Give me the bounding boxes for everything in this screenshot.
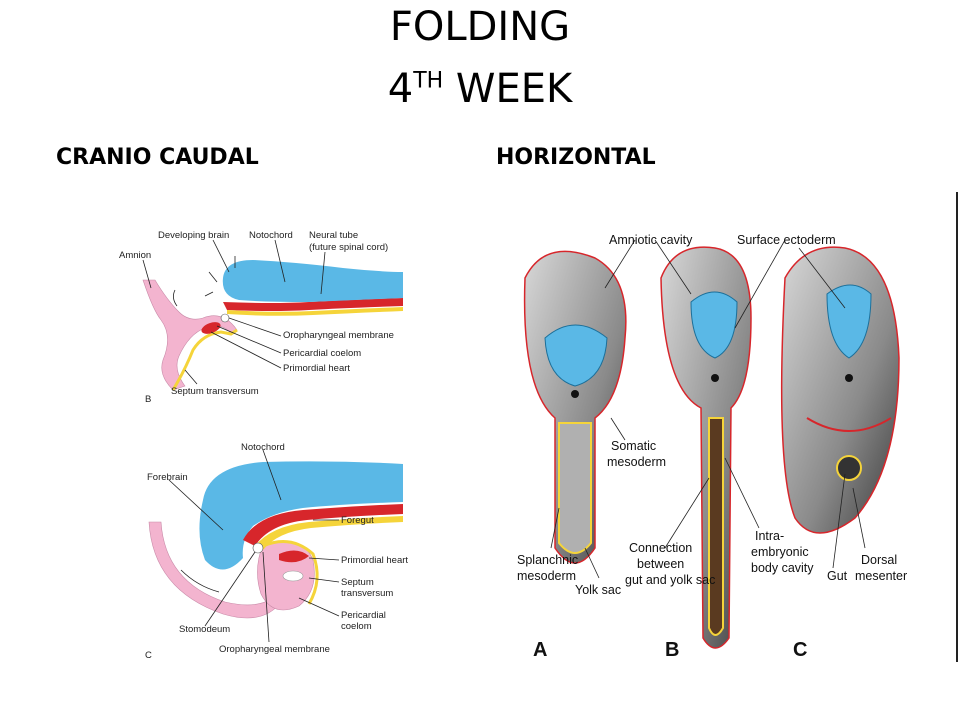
label-amnion: Amnion (119, 250, 151, 261)
label-gut: Gut (827, 569, 848, 583)
week-number: 4 (387, 66, 414, 112)
embryo-c (780, 246, 900, 534)
amnion-shape (142, 279, 238, 391)
notochord-strip (243, 504, 403, 546)
oropharyngeal-shape (252, 542, 264, 554)
label-splanchnic: Splanchnic (517, 553, 578, 567)
growth-arrow-diag (208, 271, 218, 283)
heading-horizontal: HORIZONTAL (496, 145, 656, 170)
label-future-spinal-cord: (future spinal cord) (309, 242, 388, 253)
label-embryonic: embryonic (751, 545, 809, 559)
panel-letter-c: C (145, 650, 152, 661)
label-primordial-heart: Primordial heart (341, 555, 408, 566)
fold-arrow-left (173, 289, 178, 307)
label-septum-transversum: Septum transversum (171, 386, 259, 397)
embryo-a (523, 250, 627, 564)
panel-letter-b: B (145, 394, 151, 405)
label-somatic: Somatic (611, 439, 656, 453)
slide-title: FOLDING (389, 4, 571, 50)
label-connection: Connection (629, 541, 692, 555)
label-neural-tube: Neural tube (309, 230, 358, 241)
label-pericardial: Pericardial (341, 610, 386, 621)
heading-cranio-caudal: CRANIO CAUDAL (56, 145, 259, 170)
primordial-heart-shape (279, 550, 309, 563)
endoderm-strip (227, 307, 403, 316)
fold-arrow-right (204, 291, 214, 297)
oropharyngeal-shape (220, 313, 230, 323)
label-yolk-sac: Yolk sac (575, 583, 621, 597)
label-developing-brain: Developing brain (158, 230, 229, 241)
label-notochord: Notochord (249, 230, 293, 241)
panel-letter-b: B (665, 639, 679, 661)
week-word: WEEK (443, 66, 573, 112)
diagram-horizontal-folding: Amniotic cavity Surface ectoderm Somatic… (515, 218, 914, 664)
slide-subtitle: 4TH WEEK (0, 66, 960, 112)
label-dorsal: Dorsal (861, 553, 897, 567)
label-between: between (637, 557, 684, 571)
label-transversum: transversum (341, 588, 393, 599)
neural-tube-shape (222, 260, 403, 302)
label-amniotic-cavity: Amniotic cavity (609, 233, 693, 247)
label-forebrain: Forebrain (147, 472, 188, 483)
pericardial-coelom-shape (282, 570, 304, 582)
label-oropharyngeal-membrane: Oropharyngeal membrane (219, 644, 330, 655)
label-surface-ectoderm: Surface ectoderm (737, 233, 836, 247)
label-notochord: Notochord (241, 442, 285, 453)
label-intra: Intra- (755, 529, 784, 543)
label-foregut: Foregut (341, 515, 374, 526)
fold-arrow (180, 569, 220, 593)
embryo-b (660, 246, 752, 649)
endoderm-lining (171, 328, 238, 391)
slide-edge-rule (956, 192, 958, 662)
panel-letter-c: C (793, 639, 807, 661)
diagram-craniocaudal-b: Amnion Developing brain Notochord Neural… (113, 210, 413, 410)
week-ordinal: TH (413, 68, 444, 94)
label-primordial-heart: Primordial heart (283, 363, 350, 374)
label-dorsal-mesentery: mesentery (855, 569, 907, 583)
foregut-strip (255, 516, 403, 550)
panel-letter-a: A (533, 639, 547, 661)
primordial-heart-shape (201, 322, 221, 334)
label-somatic-mesoderm: mesoderm (607, 455, 666, 469)
endoderm-lining (262, 540, 319, 605)
forebrain-shape (199, 461, 403, 570)
label-stomodeum: Stomodeum (179, 624, 230, 635)
label-gut-yolk-sac: gut and yolk sac (625, 573, 715, 587)
diagram-craniocaudal-c: Notochord Forebrain Foregut Primordial h… (113, 430, 413, 665)
label-pericardial-coelom: Pericardial coelom (283, 348, 361, 359)
mesoderm-strip (223, 298, 403, 311)
label-splanchnic-mesoderm: mesoderm (517, 569, 576, 583)
label-body-cavity: body cavity (751, 561, 814, 575)
label-septum: Septum (341, 577, 374, 588)
label-oropharyngeal-membrane: Oropharyngeal membrane (283, 330, 394, 341)
label-coelom: coelom (341, 621, 372, 632)
